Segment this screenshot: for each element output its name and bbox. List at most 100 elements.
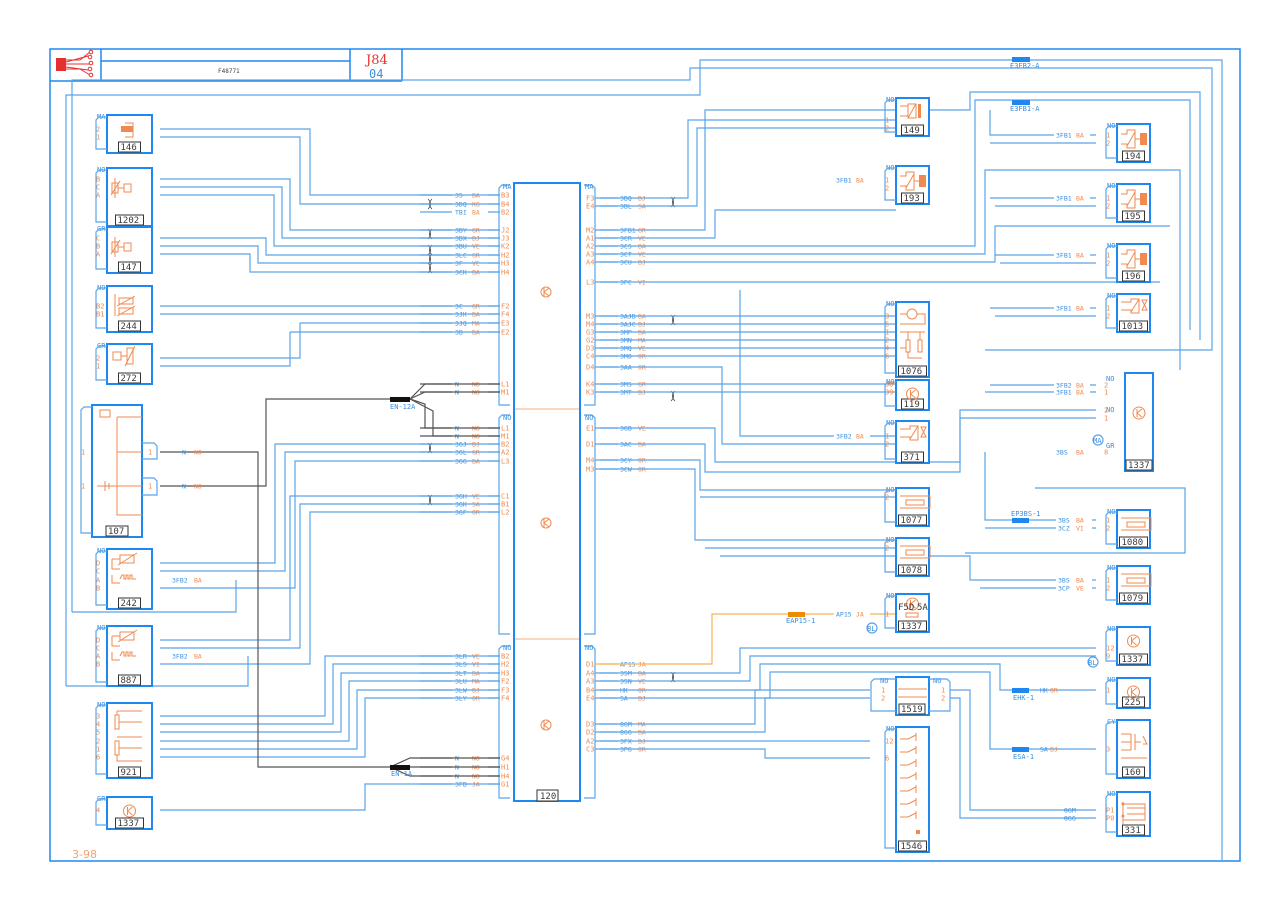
pin-label: C4	[586, 353, 594, 361]
pin-label: H4	[501, 773, 509, 781]
svg-text:EAP15-1: EAP15-1	[786, 617, 816, 625]
pin-label: 2	[1106, 140, 1110, 148]
fuse-icon	[905, 612, 919, 618]
component-label: 1080	[1122, 538, 1144, 548]
svg-text:3FB1: 3FB1	[1056, 252, 1072, 260]
pin-label: D	[96, 637, 100, 645]
pin-label: A2	[501, 449, 509, 457]
component-label: 147	[121, 263, 137, 273]
resistor-pack-icon	[1122, 802, 1146, 824]
oil-pressure-switch-icon	[1121, 733, 1148, 759]
transistor-symbol-icon	[540, 286, 552, 298]
badge-icon	[866, 622, 878, 634]
svg-text:BA: BA	[1076, 517, 1084, 525]
pin-label: 1	[1106, 195, 1110, 203]
pin-label: 4	[96, 807, 100, 815]
svg-text:BA: BA	[194, 577, 202, 585]
pin-label: 2	[885, 337, 889, 345]
component-label: 193	[904, 194, 920, 204]
splice-ESA-1: ESA-1	[1012, 747, 1034, 761]
pin-label: B2	[501, 653, 509, 661]
page-title: J84	[364, 53, 388, 68]
pin-label: 2	[1106, 203, 1110, 211]
main-unit-120[interactable]: 120	[513, 182, 581, 802]
heater-element-icon	[900, 495, 931, 509]
svg-text:BA: BA	[1076, 252, 1084, 260]
solenoid-valve-icon	[900, 171, 919, 191]
pin-label: B2	[96, 303, 104, 311]
pin-label: 1	[1106, 517, 1110, 525]
pin-label: 1	[885, 611, 889, 619]
svg-text:HK: HK	[1040, 687, 1048, 695]
svg-text:3FB1: 3FB1	[1056, 195, 1072, 203]
pin-label: 1	[885, 487, 889, 495]
svg-text:3BS: 3BS	[1058, 577, 1070, 585]
component-label: 119	[904, 400, 920, 410]
pin-label: 2	[1106, 313, 1110, 321]
pin-label: A	[96, 653, 101, 661]
component-label: 1077	[901, 516, 923, 526]
sensor-symbol-icon	[110, 178, 132, 198]
pin-label: L1	[501, 381, 509, 389]
component-label: 1337	[118, 819, 140, 829]
solenoid-valve-icon	[1121, 189, 1140, 209]
svg-text:3FB1: 3FB1	[1056, 132, 1072, 140]
svg-text:BA: BA	[856, 177, 864, 185]
component-label: 921	[121, 768, 137, 778]
pin-label: C	[96, 645, 100, 653]
pin-label: 1	[81, 483, 85, 491]
component-label: 196	[1125, 272, 1141, 282]
connector-label: MA	[503, 183, 512, 191]
component-label: 1078	[901, 566, 923, 576]
ecu-symbol-icon	[127, 806, 133, 816]
svg-text:E3FB2-A: E3FB2-A	[1010, 62, 1040, 70]
pin-label: 3	[1106, 746, 1110, 754]
component-label: 272	[121, 374, 137, 384]
pin-label: A	[96, 577, 101, 585]
pin-label: 2	[96, 355, 100, 363]
component-label: 1079	[1122, 594, 1144, 604]
heater-element-icon	[1121, 517, 1152, 531]
pin-label: B	[96, 661, 100, 669]
pin-label: 4	[96, 721, 100, 729]
solenoid-valve-icon	[1121, 249, 1140, 269]
pin-label: 2	[885, 494, 889, 502]
component-label: 887	[121, 676, 137, 686]
pin-label: P1	[1106, 807, 1114, 815]
pin-label: M4	[586, 457, 594, 465]
svg-text:3BS: 3BS	[1056, 449, 1068, 457]
component-label: 242	[121, 599, 137, 609]
pin-label: 2	[1104, 407, 1108, 415]
